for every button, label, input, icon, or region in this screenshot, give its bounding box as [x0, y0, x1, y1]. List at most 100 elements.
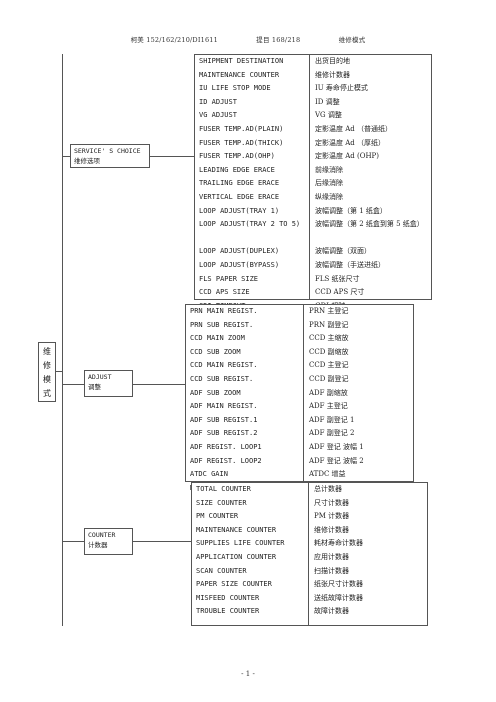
list-item: PRN SUB REGIST.PRN 副登记	[186, 319, 413, 333]
item-zh: PM 计数器	[314, 512, 350, 521]
item-en: TOTAL COUNTER	[196, 485, 251, 493]
item-en: CCD SUB REGIST.	[190, 374, 254, 383]
item-zh: 耗材寿命计数器	[314, 539, 363, 548]
item-en: PM COUNTER	[196, 512, 239, 521]
list-item: FUSER TEMP.AD(OHP)定影温度 Ad (OHP)	[195, 150, 431, 164]
item-zh: 扫描计数器	[314, 566, 349, 575]
item-zh: ADF 主登记	[309, 402, 348, 411]
page-header: 柯美 152/162/210/DI1611 提目 168/218 维修模式	[0, 34, 496, 44]
item-zh: 前缘消除	[315, 165, 343, 174]
item-zh: 维修计数器	[315, 70, 350, 79]
root-node: 维修模式	[38, 342, 56, 402]
item-zh: CCD 主登记	[309, 361, 349, 370]
list-item: MAINTENANCE COUNTER 维修计数器	[195, 69, 431, 83]
branch-adjust	[62, 384, 84, 385]
list-item: ADF MAIN REGIST.ADF 主登记	[186, 400, 413, 414]
list-item: CCD APS SIZE CCD APS 尺寸	[195, 286, 431, 300]
item-zh: ID 调整	[315, 97, 340, 106]
list-item: MISFEED COUNTER 送纸故障计数器	[192, 592, 427, 606]
root-label: 维修模式	[43, 347, 51, 398]
item-en: CCD MAIN REGIST.	[190, 361, 258, 370]
item-en: SCAN COUNTER	[196, 566, 247, 575]
item-zh: 定影温度 Ad (OHP)	[315, 152, 380, 161]
node-adjust: ADJUST 调整	[84, 370, 133, 397]
item-en: TRAILING EDGE ERACE	[199, 179, 280, 188]
item-en: ADF REGIST. LOOP2	[190, 456, 262, 465]
list-item: LOOP ADJUST(TRAY 2 TO 5)波幅调整（第 2 纸盒到第 5 …	[195, 218, 431, 245]
item-en: FUSER TEMP.AD(PLAIN)	[199, 124, 284, 133]
link-service-group	[150, 156, 194, 157]
item-en: PRN MAIN REGIST.	[190, 307, 258, 315]
item-en: MISFEED COUNTER	[196, 593, 260, 602]
item-zh: 应用计数器	[314, 552, 349, 561]
list-item: SCAN COUNTER 扫描计数器	[192, 565, 427, 579]
item-zh: 尺寸计数器	[314, 498, 349, 507]
list-item: ADF SUB REGIST.1 ADF 副登记 1	[186, 414, 413, 428]
item-zh: 波幅调整（双面）	[315, 247, 371, 256]
item-zh: 波幅调整（手送进纸）	[315, 260, 385, 269]
column-divider	[308, 483, 309, 625]
node-adjust-zh: 调整	[88, 382, 101, 391]
item-zh: ADF 登记 波幅 1	[309, 442, 364, 451]
node-service-choice-zh: 维修选项	[74, 156, 100, 165]
item-en: VERTICAL EDGE ERACE	[199, 192, 280, 201]
tree-trunk	[62, 54, 63, 626]
item-en: ADF REGIST. LOOP1	[190, 442, 262, 451]
item-en: FUSER TEMP.AD(THICK)	[199, 138, 284, 147]
item-zh: ADF 副登记 2	[309, 429, 355, 438]
header-page: 提目 168/218	[256, 36, 301, 44]
list-item: PM COUNTER PM 计数器	[192, 510, 427, 524]
list-item: ADF REGIST. LOOP1 ADF 登记 波幅 1	[186, 441, 413, 455]
item-en: SUPPLIES LIFE COUNTER	[196, 539, 285, 548]
item-en: MAINTENANCE COUNTER	[199, 70, 280, 79]
item-zh: ADF 登记 波幅 2	[309, 456, 364, 465]
item-en: ADF SUB ZOOM	[190, 388, 241, 397]
list-item: LOOP ADJUST(TRAY 1) 波幅调整（第 1 纸盒）	[195, 205, 431, 219]
page-number: - 1 -	[241, 670, 255, 678]
header-model: 柯美 152/162/210/DI1611	[130, 36, 218, 44]
item-zh: 送纸故障计数器	[314, 593, 363, 602]
item-en: APPLICATION COUNTER	[196, 552, 277, 561]
item-en: ATDC GAIN	[190, 470, 228, 479]
item-zh: VG 调整	[315, 111, 342, 120]
item-en: VG ADJUST	[199, 111, 237, 120]
column-divider	[309, 55, 310, 299]
item-en: CCD MAIN ZOOM	[190, 334, 245, 343]
node-service-choice: SERVICE' S CHOICE 维修选项	[70, 144, 150, 168]
list-item: APPLICATION COUNTER 应用计数器	[192, 551, 427, 565]
node-service-choice-en: SERVICE' S CHOICE	[74, 147, 141, 155]
item-zh: CCD APS 尺寸	[315, 288, 365, 297]
item-en: LOOP ADJUST(TRAY 2 TO 5)	[199, 220, 301, 229]
item-en: ADF SUB REGIST.1	[190, 415, 258, 424]
list-item: FUSER TEMP.AD(PLAIN)定影温度 Ad （普通纸）	[195, 123, 431, 137]
list-item: LOOP ADJUST(DUPLEX)波幅调整（双面）	[195, 245, 431, 259]
list-item: VG ADJUST VG 调整	[195, 109, 431, 123]
item-en: LOOP ADJUST(TRAY 1)	[199, 206, 280, 215]
list-item: TRAILING EDGE ERACE 后缘消除	[195, 177, 431, 191]
column-divider	[303, 305, 304, 481]
item-zh: 出货目的地	[315, 57, 350, 65]
node-counter-zh: 计数器	[88, 540, 108, 549]
link-adjust-group	[133, 384, 185, 385]
item-zh: ADF 副登记 1	[309, 415, 355, 424]
item-en: CCD APS SIZE	[199, 288, 250, 297]
list-item: FUSER TEMP.AD(THICK)定影温度 Ad （厚纸）	[195, 137, 431, 151]
node-counter: COUNTER 计数器	[84, 528, 133, 555]
item-zh: 波幅调整（第 1 纸盒）	[315, 206, 387, 215]
item-zh: CCD 主缩放	[309, 334, 349, 343]
item-zh: 后缘消除	[315, 179, 343, 188]
